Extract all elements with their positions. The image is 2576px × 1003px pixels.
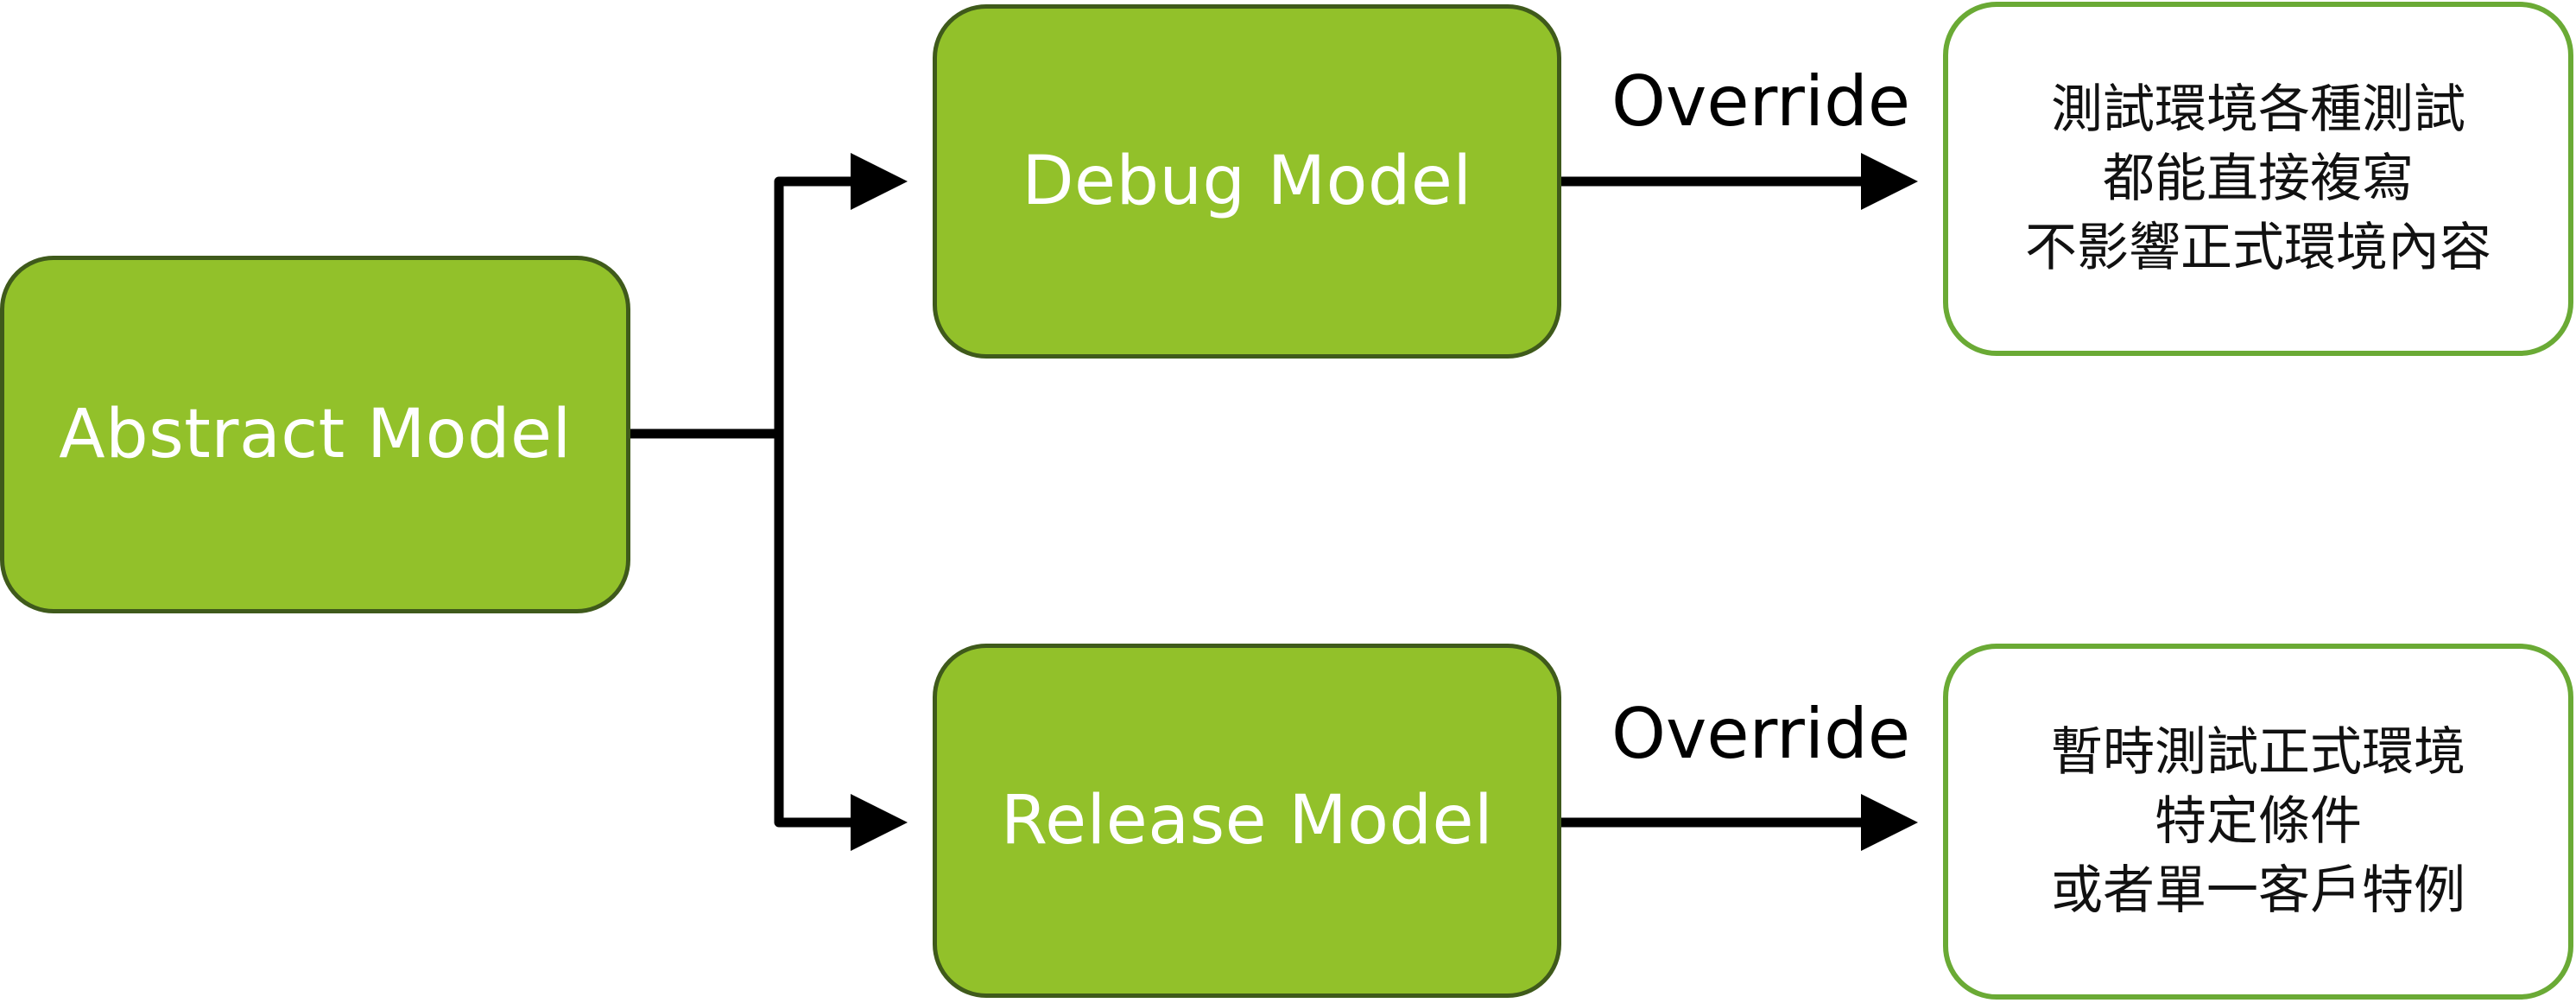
release-model-label: Release Model <box>1000 782 1494 860</box>
release-note-box: 暫時測試正式環境 特定條件 或者單一客戶特例 <box>1943 644 2573 1000</box>
debug-model-label: Debug Model <box>1022 143 1472 220</box>
debug-note-line: 測試環境各種測試 <box>2051 79 2465 140</box>
branch-connector <box>625 176 784 828</box>
debug-note-box: 測試環境各種測試 都能直接複寫 不影響正式環境內容 <box>1943 2 2573 356</box>
release-note-line: 暫時測試正式環境 <box>2051 722 2465 783</box>
abstract-model-node: Abstract Model <box>0 256 630 613</box>
release-note-line: 或者單一客戶特例 <box>2051 860 2465 921</box>
debug-note-line: 不影響正式環境內容 <box>2025 218 2491 278</box>
release-override-label: Override <box>1611 694 1911 774</box>
release-model-node: Release Model <box>933 644 1561 998</box>
debug-override-label: Override <box>1611 61 1911 142</box>
debug-note-line: 都能直接複寫 <box>2103 149 2414 209</box>
debug-model-node: Debug Model <box>933 4 1561 359</box>
release-note-line: 特定條件 <box>2155 791 2362 852</box>
abstract-model-label: Abstract Model <box>59 396 572 473</box>
